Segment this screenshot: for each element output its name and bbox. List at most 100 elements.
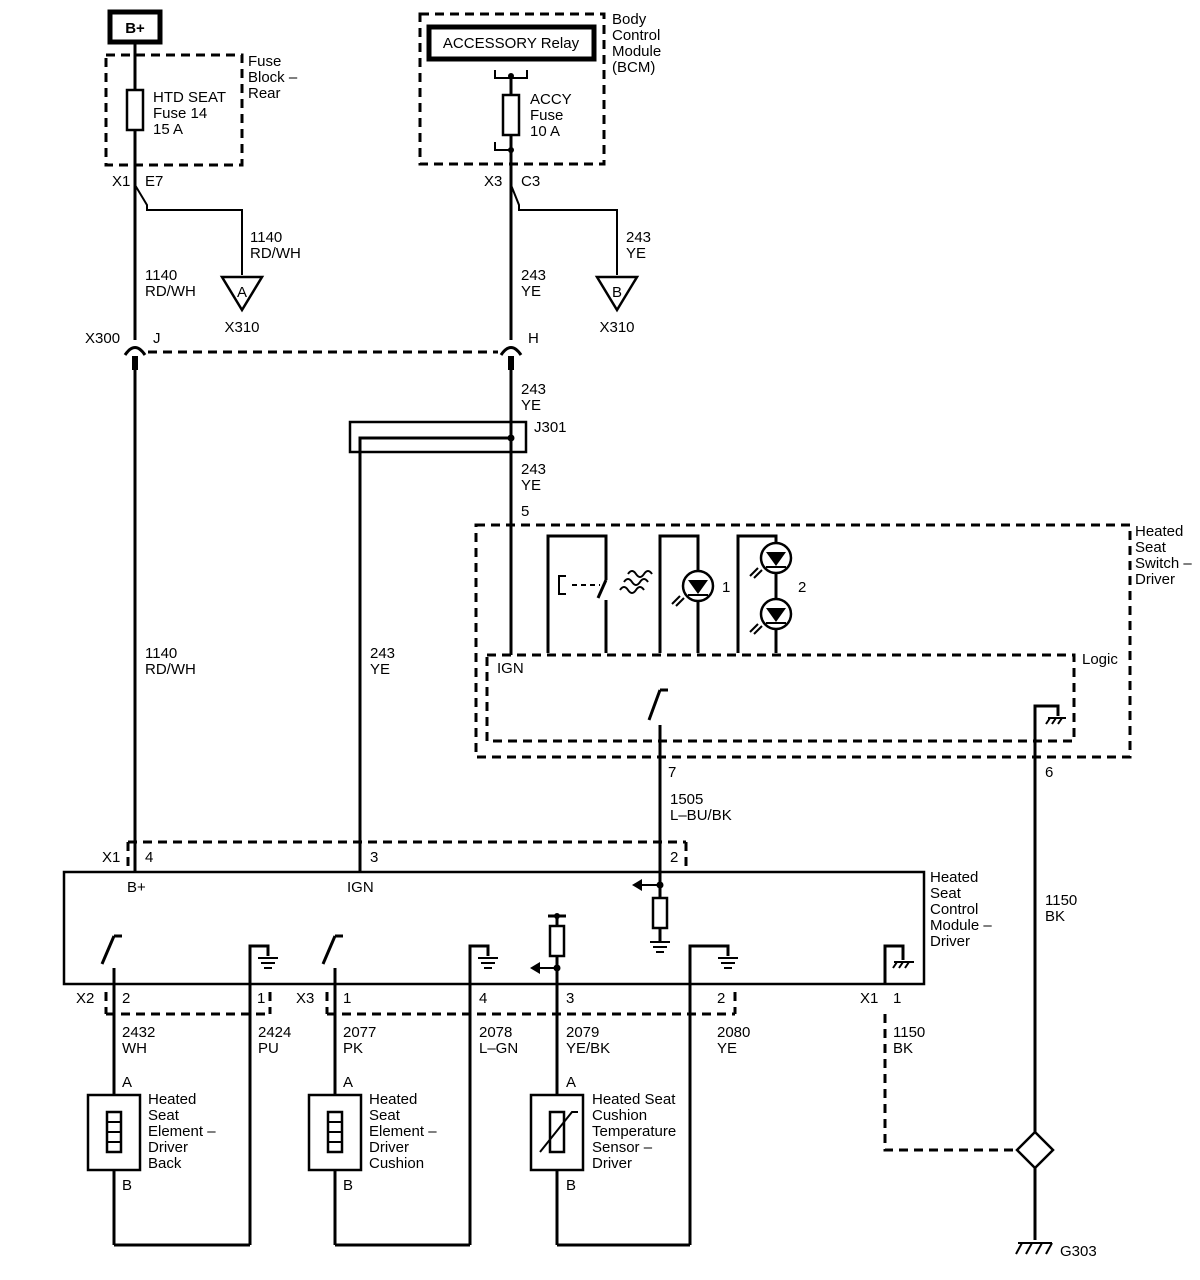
svg-text:Sensor –: Sensor –: [592, 1139, 653, 1156]
heat-wave-icon: [619, 570, 653, 594]
svg-text:Fuse: Fuse: [530, 107, 563, 124]
svg-text:YE: YE: [370, 661, 390, 678]
x3-bottom-connector-label: X3: [296, 990, 314, 1007]
svg-text:Body: Body: [612, 11, 647, 28]
wire-2432-label: 2432 WH: [122, 1024, 155, 1057]
wire-2079-label: 2079 YE/BK: [566, 1024, 610, 1057]
bottom-pin-label: 3: [566, 990, 574, 1007]
htd-seat-fuse-symbol: [125, 88, 145, 132]
svg-text:YE: YE: [521, 283, 541, 300]
svg-text:Heated: Heated: [148, 1091, 196, 1108]
switch-pin7-label: 7: [668, 764, 676, 781]
temp-sensor-pullup: [530, 913, 566, 1245]
svg-text:2077: 2077: [343, 1024, 376, 1041]
heated-seat-element-cushion-label: Heated Seat Element – Driver Cushion: [369, 1091, 437, 1172]
led-2-label: 2: [798, 579, 806, 596]
back-element-ground-icon: [248, 944, 278, 1245]
svg-text:Driver: Driver: [1135, 571, 1175, 588]
svg-text:Heated: Heated: [369, 1091, 417, 1108]
x1-bottom-connector-label: X1: [860, 990, 878, 1007]
x2-connector-bracket: [104, 992, 272, 1016]
module-ign-label: IGN: [347, 879, 374, 896]
svg-text:Module –: Module –: [930, 917, 992, 934]
svg-text:Fuse 14: Fuse 14: [153, 105, 207, 122]
svg-text:RD/WH: RD/WH: [145, 283, 196, 300]
x300-connector: [123, 346, 523, 370]
bottom-pin-label: 2: [717, 990, 725, 1007]
logic-box: [485, 653, 1076, 743]
svg-text:HTD SEAT: HTD SEAT: [153, 89, 226, 106]
x300-label: X300: [85, 330, 120, 347]
wire-2424-label: 2424 PU: [258, 1024, 291, 1057]
x1-connector-label: X1: [112, 173, 130, 190]
wire-2077-label: 2077 PK: [343, 1024, 376, 1057]
heated-seat-control-module-box: [62, 870, 926, 986]
heated-seat-control-module-label: Heated Seat Control Module – Driver: [930, 869, 992, 950]
indicator-led-2: [736, 534, 793, 653]
svg-text:Driver: Driver: [592, 1155, 632, 1172]
svg-text:243: 243: [521, 461, 546, 478]
back-pin-a-label: A: [122, 1074, 132, 1091]
svg-text:L–GN: L–GN: [479, 1040, 518, 1057]
fuse-block-rear-box: [104, 53, 244, 167]
bottom-pin-label: 2: [122, 990, 130, 1007]
svg-text:243: 243: [370, 645, 395, 662]
module-bplus-label: B+: [127, 879, 146, 896]
c3-pin-label: C3: [521, 173, 540, 190]
svg-text:RD/WH: RD/WH: [145, 661, 196, 678]
bplus-source: B+: [107, 9, 163, 45]
sensor-pin-a-label: A: [566, 1074, 576, 1091]
wire-243-switch-label: 243 YE: [521, 461, 546, 494]
svg-text:Seat: Seat: [930, 885, 962, 902]
svg-text:Cushion: Cushion: [592, 1107, 647, 1124]
logic-ground-icon: [1033, 704, 1066, 1140]
wire-1150-switch-label: 1150 BK: [1045, 892, 1077, 925]
svg-text:YE: YE: [626, 245, 646, 262]
svg-text:15 A: 15 A: [153, 121, 183, 138]
svg-text:Module: Module: [612, 43, 661, 60]
cushion-element-driver-switch: [321, 934, 343, 1245]
e7-pin-label: E7: [145, 173, 163, 190]
heated-seat-element-cushion: [307, 1093, 363, 1172]
svg-text:ACCY: ACCY: [530, 91, 572, 108]
sensor-pin-b-label: B: [566, 1177, 576, 1194]
logic-output-switch: [647, 688, 668, 872]
x310-connector-b-symbol: [594, 275, 640, 313]
cushion-element-ground-icon: [468, 944, 498, 1245]
temperature-sensor-symbol: [529, 1093, 585, 1172]
cushion-pin-b-label: B: [343, 1177, 353, 1194]
x3-connector-bracket: [325, 992, 737, 1016]
svg-text:Control: Control: [612, 27, 660, 44]
svg-text:243: 243: [626, 229, 651, 246]
svg-text:PU: PU: [258, 1040, 279, 1057]
svg-text:L–BU/BK: L–BU/BK: [670, 807, 732, 824]
bottom-pin-label: 1: [343, 990, 351, 1007]
svg-text:Seat: Seat: [148, 1107, 180, 1124]
switch-ign-label: IGN: [497, 660, 524, 677]
svg-text:243: 243: [521, 267, 546, 284]
svg-text:Switch –: Switch –: [1135, 555, 1192, 572]
switch-pin6-label: 6: [1045, 764, 1053, 781]
wire-243-branch-label: 243 YE: [626, 229, 651, 262]
svg-text:1150: 1150: [893, 1024, 925, 1041]
wire-2078-label: 2078 L–GN: [479, 1024, 518, 1057]
svg-text:2424: 2424: [258, 1024, 291, 1041]
back-element-driver-switch: [100, 934, 122, 1245]
htd-seat-fuse-label: HTD SEAT Fuse 14 15 A: [153, 89, 226, 138]
svg-text:Driver: Driver: [369, 1139, 409, 1156]
cushion-pin-a-label: A: [343, 1074, 353, 1091]
heat-switch-contact: [546, 534, 608, 653]
svg-text:YE: YE: [717, 1040, 737, 1057]
bottom-pin-label: 4: [479, 990, 487, 1007]
svg-text:BK: BK: [893, 1040, 913, 1057]
svg-text:Temperature: Temperature: [592, 1123, 676, 1140]
svg-text:243: 243: [521, 381, 546, 398]
j301-splice-box: [348, 420, 528, 454]
fuse-block-rear-label: Fuse Block – Rear: [248, 53, 298, 102]
svg-text:Fuse: Fuse: [248, 53, 281, 70]
x3-connector-label: X3: [484, 173, 502, 190]
svg-text:Cushion: Cushion: [369, 1155, 424, 1172]
wire-243-upper-label: 243 YE: [521, 267, 546, 300]
svg-text:(BCM): (BCM): [612, 59, 655, 76]
